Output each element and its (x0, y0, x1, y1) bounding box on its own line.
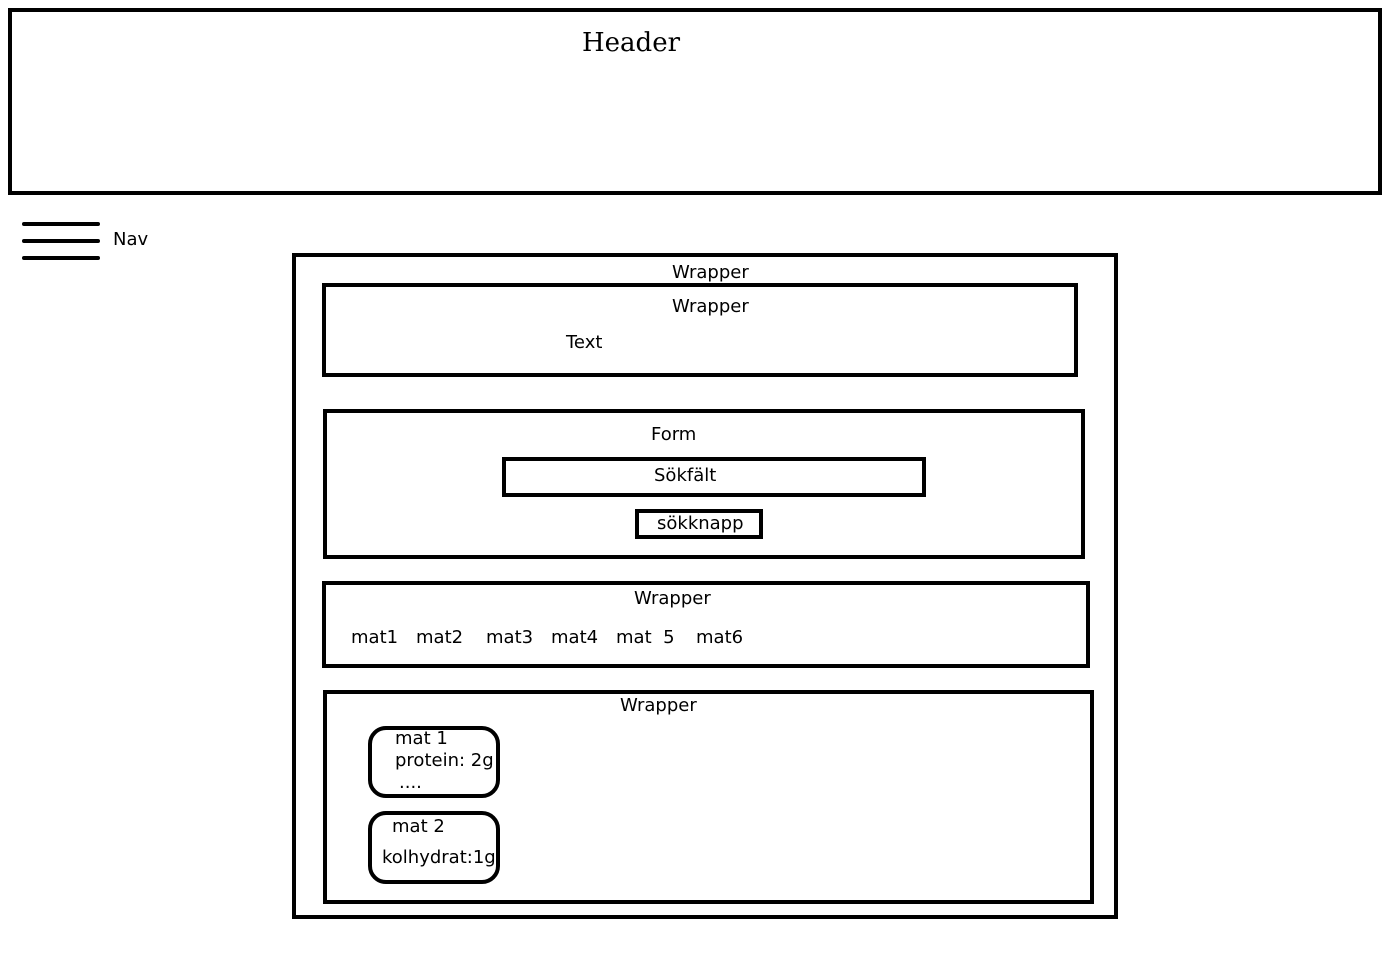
outer-wrapper-label: Wrapper (672, 262, 749, 283)
text-wrapper-text: Text (566, 332, 603, 353)
food-card-wrapper-label: Wrapper (620, 695, 697, 716)
food-card-name: mat 1 (395, 728, 448, 749)
text-wrapper: Wrapper Text (322, 283, 1078, 377)
menu-bar (22, 256, 100, 260)
food-card-name: mat 2 (392, 816, 445, 837)
menu-bar (22, 222, 100, 226)
form-label: Form (651, 424, 697, 445)
header-title: Header (582, 28, 681, 58)
menu-bar (22, 239, 100, 243)
food-card-nutrient: protein: 2g (395, 750, 494, 771)
food-card-more: .... (399, 772, 422, 793)
food-card[interactable]: mat 1 protein: 2g .... (368, 726, 500, 798)
header-box: Header (8, 8, 1382, 195)
search-input[interactable]: Sökfält (502, 457, 926, 497)
food-card-nutrient: kolhydrat:1g (382, 847, 496, 868)
nav-label: Nav (113, 229, 149, 250)
text-wrapper-label: Wrapper (672, 296, 749, 317)
food-list-item[interactable]: mat1 (351, 627, 399, 648)
outer-wrapper: Wrapper Wrapper Text Form Sökfält sökkna… (292, 253, 1118, 919)
food-list-label: Wrapper (634, 588, 711, 609)
food-list-item[interactable]: mat4 (551, 627, 599, 648)
food-list-item[interactable]: mat2 (416, 627, 464, 648)
food-card[interactable]: mat 2 kolhydrat:1g (368, 811, 500, 884)
hamburger-menu-icon[interactable] (22, 222, 100, 260)
search-button-label: sökknapp (657, 513, 744, 534)
food-list-item[interactable]: mat3 (486, 627, 534, 648)
form-box: Form Sökfält sökknapp (323, 409, 1085, 559)
food-list-item[interactable]: mat6 (696, 627, 744, 648)
food-list-item[interactable]: mat 5 (616, 627, 675, 648)
food-list-wrapper: Wrapper mat1 mat2 mat3 mat4 mat 5 mat6 (322, 581, 1090, 668)
food-card-wrapper: Wrapper mat 1 protein: 2g .... mat 2 kol… (323, 690, 1094, 904)
search-button[interactable]: sökknapp (635, 509, 763, 539)
search-input-label: Sökfält (654, 465, 717, 486)
